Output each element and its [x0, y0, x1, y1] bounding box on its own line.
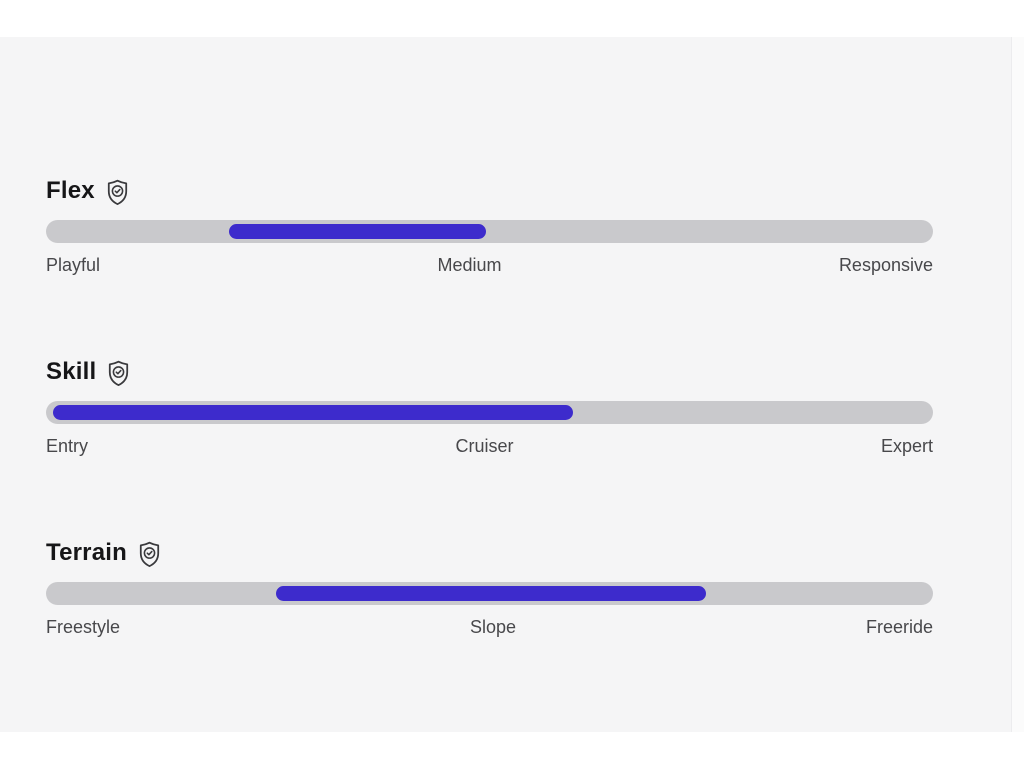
spec-range-track [46, 220, 933, 243]
spec-title: Flex [46, 177, 95, 204]
spec-range-labels: Playful Medium Responsive [46, 254, 933, 276]
spec-range-track [46, 582, 933, 605]
spec-range-fill [228, 224, 486, 239]
spec-section: Skill Entry Cruiser Expert [46, 357, 933, 457]
spec-sections: Flex Playful Medium Responsive Skill [46, 37, 933, 719]
spec-title: Skill [46, 358, 97, 385]
top-whitespace [0, 0, 1024, 37]
spec-header: Flex [46, 176, 933, 206]
spec-panel: Flex Playful Medium Responsive Skill [0, 37, 1024, 732]
shield-check-icon [137, 541, 162, 568]
spec-header: Terrain [46, 538, 933, 568]
shield-check-icon [106, 360, 131, 387]
range-label-center: Cruiser [455, 436, 514, 456]
range-label-left: Entry [46, 436, 89, 456]
spec-header: Skill [46, 357, 933, 387]
spec-title: Terrain [46, 539, 127, 566]
range-label-right: Responsive [838, 255, 933, 275]
bottom-whitespace [0, 732, 1024, 768]
spec-range-labels: Entry Cruiser Expert [46, 435, 933, 457]
spec-range-labels: Freestyle Slope Freeride [46, 616, 933, 638]
spec-section: Terrain Freestyle Slope Freeride [46, 538, 933, 638]
scrollbar-track[interactable] [1011, 37, 1024, 732]
range-label-right: Expert [880, 436, 933, 456]
shield-check-icon [105, 179, 130, 206]
spec-range-fill [53, 405, 573, 420]
range-label-center: Medium [437, 255, 502, 275]
spec-section: Flex Playful Medium Responsive [46, 176, 933, 276]
range-label-center: Slope [469, 617, 517, 637]
spec-range-fill [275, 586, 706, 601]
range-label-right: Freeride [865, 617, 933, 637]
spec-range-track [46, 401, 933, 424]
range-label-left: Freestyle [46, 617, 121, 637]
range-label-left: Playful [46, 255, 101, 275]
